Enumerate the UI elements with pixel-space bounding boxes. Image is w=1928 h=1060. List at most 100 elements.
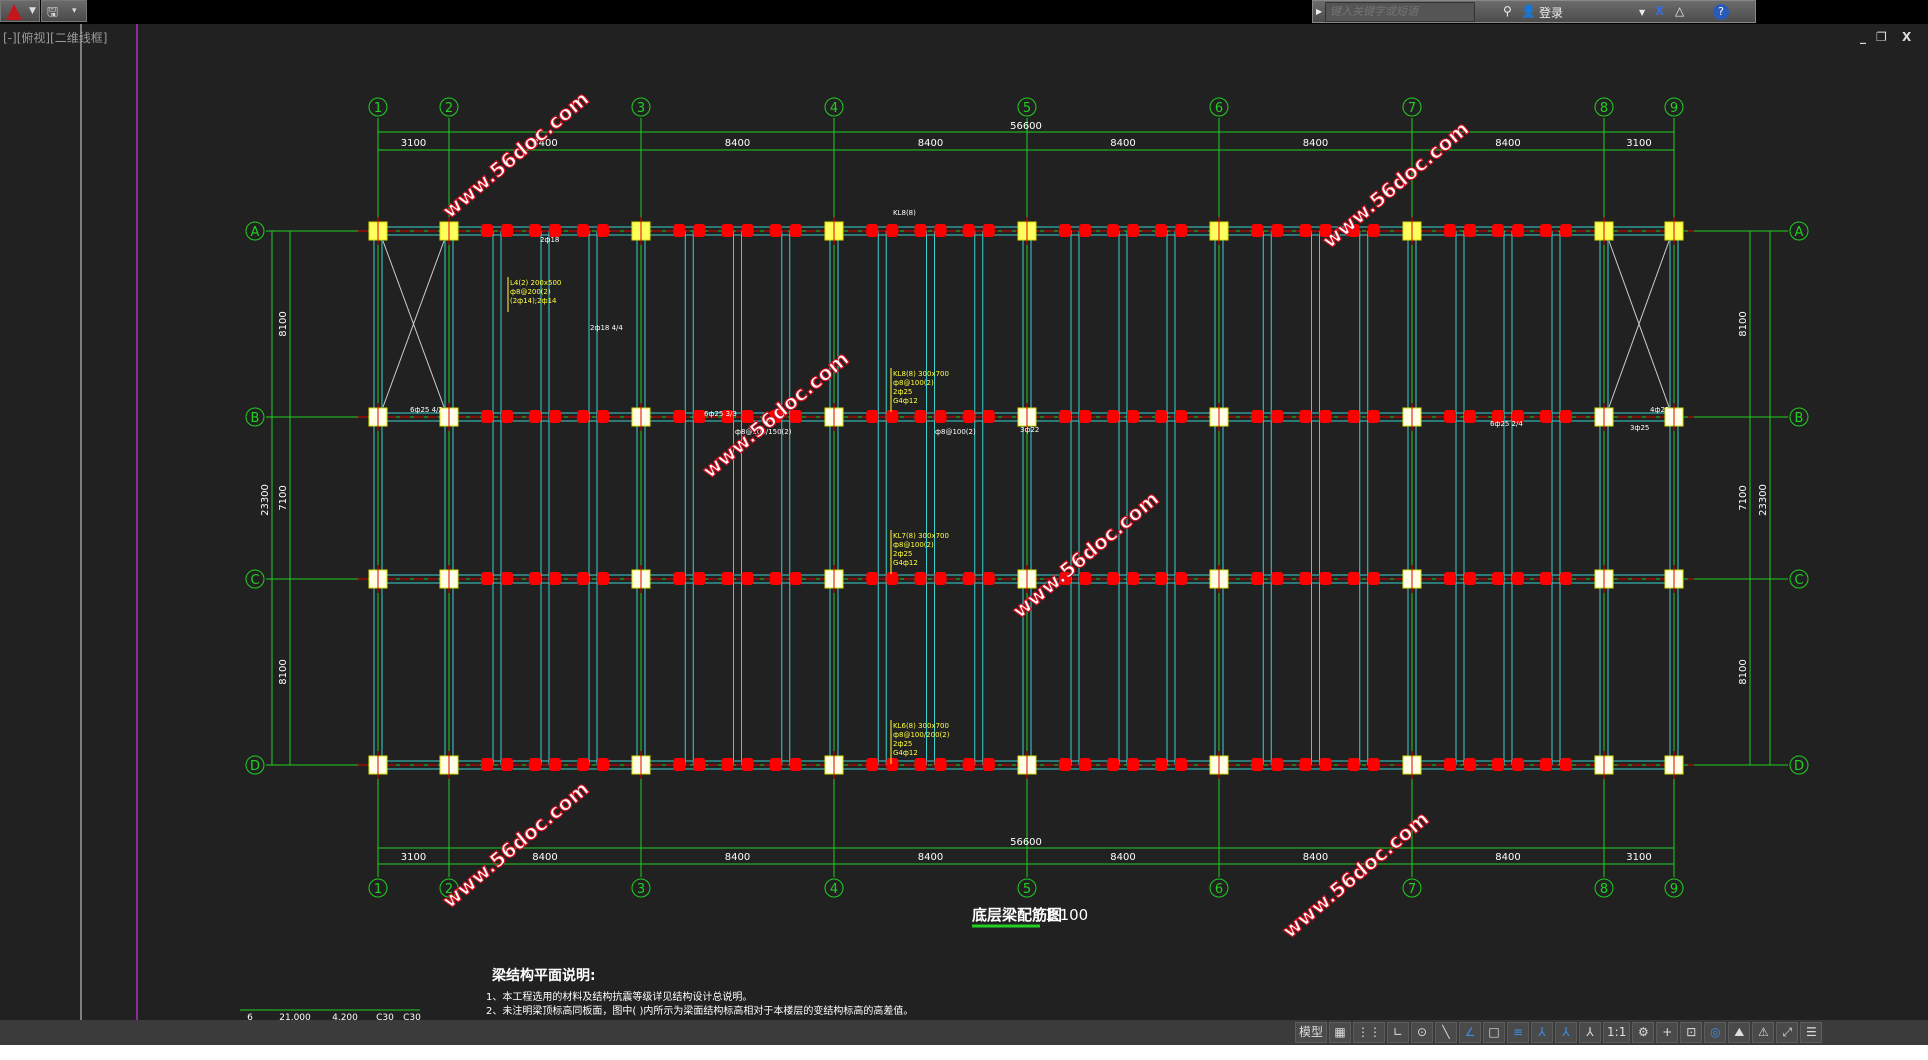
beam-annotation: 2ф25 <box>893 740 912 748</box>
annotation-monitor-icon[interactable]: + <box>1656 1022 1679 1043</box>
close-icon[interactable]: X <box>1902 30 1912 44</box>
rebar-marker <box>501 758 513 771</box>
rebar-label: 6ф25 2/4 <box>1490 420 1523 428</box>
minimize-icon[interactable]: _ <box>1860 30 1866 44</box>
graphics-warning-icon[interactable]: ⛰ <box>1728 1022 1751 1043</box>
axis-bubble <box>1664 97 1684 117</box>
axis-label: 2 <box>445 882 453 897</box>
viewport-controls-label[interactable]: [-][俯视][二维线框] <box>3 31 108 45</box>
rebar-marker <box>673 224 686 237</box>
dimension-span: 8400 <box>1495 852 1520 863</box>
rebar-marker <box>721 572 734 585</box>
rebar-marker <box>693 758 706 771</box>
exchange-icon[interactable]: X <box>1655 4 1665 18</box>
rebar-marker <box>721 758 734 771</box>
search-input[interactable] <box>1325 2 1475 22</box>
rebar-marker <box>597 410 609 423</box>
selection-cycling-icon[interactable]: □ <box>1483 1022 1506 1043</box>
workspace-gear-icon[interactable]: ⚙ <box>1632 1022 1655 1043</box>
chevron-down-icon: ▾ <box>72 6 77 16</box>
rebar-label: KL8(8) <box>893 209 916 217</box>
infocenter-bar: ▶ ⚲ 👤 登录 ▼ X △ ? <box>1312 0 1756 23</box>
ortho-icon[interactable]: ∟ <box>1387 1022 1410 1043</box>
rebar-marker <box>1107 410 1119 423</box>
isolate-objects-icon[interactable]: ⊡ <box>1680 1022 1703 1043</box>
axis-label: 5 <box>1023 882 1031 897</box>
dimension-total: 23300 <box>260 484 271 516</box>
axis-bubble <box>1017 878 1037 898</box>
rebar-label: 3ф25 <box>1630 424 1649 432</box>
rebar-marker <box>886 410 899 423</box>
rebar-label: 2ф18 4/4 <box>590 324 623 332</box>
rebar-marker <box>549 224 561 237</box>
axis-bubble <box>245 221 265 241</box>
rebar-marker <box>721 410 734 423</box>
rebar-marker <box>982 410 995 423</box>
beam-annotation: ф8@100(2) <box>893 541 934 549</box>
polar-tracking-icon[interactable]: ⊙ <box>1411 1022 1434 1043</box>
rebar-marker <box>741 224 754 237</box>
beam-annotation: ф8@200(2) <box>510 288 551 296</box>
rebar-marker <box>886 224 899 237</box>
rebar-marker <box>1107 572 1119 585</box>
dynamic-ucs-icon[interactable]: ∠ <box>1459 1022 1482 1043</box>
axis-label: 8 <box>1600 101 1608 116</box>
quick-access-save-button[interactable]: 🖫▾ <box>41 0 87 22</box>
rebar-marker <box>597 572 609 585</box>
dimension-span: 8400 <box>532 852 557 863</box>
autocad-logo-icon <box>6 4 22 20</box>
annotation-scale-icon[interactable]: ⅄ <box>1579 1022 1602 1043</box>
customization-menu-icon[interactable]: ☰ <box>1800 1022 1823 1043</box>
dimension-span: 8400 <box>918 138 943 149</box>
rebar-marker <box>886 572 899 585</box>
chevron-down-icon: ▼ <box>29 6 36 16</box>
lineweight-icon[interactable]: ≡ <box>1507 1022 1530 1043</box>
autodesk-a360-icon[interactable]: △ <box>1675 4 1685 18</box>
dimension-span: 8400 <box>1303 852 1328 863</box>
rebar-marker <box>1367 410 1380 423</box>
rebar-marker <box>1059 758 1071 771</box>
chevron-down-icon[interactable]: ▼ <box>1639 8 1646 17</box>
bracing-line <box>382 240 445 408</box>
beam-annotation: 2ф25 <box>893 550 912 558</box>
application-menu-button[interactable]: ▼ <box>0 0 40 22</box>
rebar-marker <box>1251 224 1264 237</box>
rebar-marker <box>693 572 706 585</box>
hardware-acceleration-icon[interactable]: ◎ <box>1704 1022 1727 1043</box>
rebar-marker <box>481 758 493 771</box>
auto-scale-icon[interactable]: ⅄ <box>1555 1022 1578 1043</box>
clean-screen-icon[interactable]: ⤢ <box>1776 1022 1799 1043</box>
annotation-visibility-icon[interactable]: ⅄ <box>1531 1022 1554 1043</box>
login-button[interactable]: 登录 <box>1539 6 1564 20</box>
axis-bubble <box>245 569 265 589</box>
rebar-marker <box>673 572 686 585</box>
rebar-marker <box>1059 224 1071 237</box>
help-icon[interactable]: ? <box>1713 4 1729 20</box>
rebar-label: 2ф18 <box>540 236 559 244</box>
dimension-total: 23300 <box>1758 484 1769 516</box>
binoculars-icon[interactable]: ⚲ <box>1503 4 1512 18</box>
rebar-marker <box>1492 410 1504 423</box>
rebar-marker <box>501 572 513 585</box>
rebar-marker <box>1540 410 1552 423</box>
plot-warning-icon[interactable]: ⚠ <box>1752 1022 1775 1043</box>
beam-annotation: KL6(8) 300x700 <box>893 722 949 730</box>
model-space-button[interactable]: 模型 <box>1295 1022 1328 1043</box>
beam-annotation: G4ф12 <box>893 559 918 567</box>
annotation-scale-select[interactable]: 1:1 <box>1603 1022 1631 1043</box>
restore-icon[interactable]: ❐ <box>1876 30 1887 44</box>
rebar-marker <box>866 758 879 771</box>
rebar-marker <box>529 572 541 585</box>
grid-icon[interactable]: ▦ <box>1329 1022 1352 1043</box>
rebar-marker <box>1464 758 1476 771</box>
rebar-marker <box>741 572 754 585</box>
rebar-marker <box>1155 572 1167 585</box>
axis-label: D <box>250 759 260 774</box>
expand-icon[interactable]: ▶ <box>1316 7 1323 16</box>
snap-icon[interactable]: ⋮⋮ <box>1353 1022 1386 1043</box>
rebar-marker <box>1560 758 1572 771</box>
rebar-marker <box>481 572 493 585</box>
beam-annotation: KL7(8) 300x700 <box>893 532 949 540</box>
object-snap-icon[interactable]: ╲ <box>1435 1022 1458 1043</box>
